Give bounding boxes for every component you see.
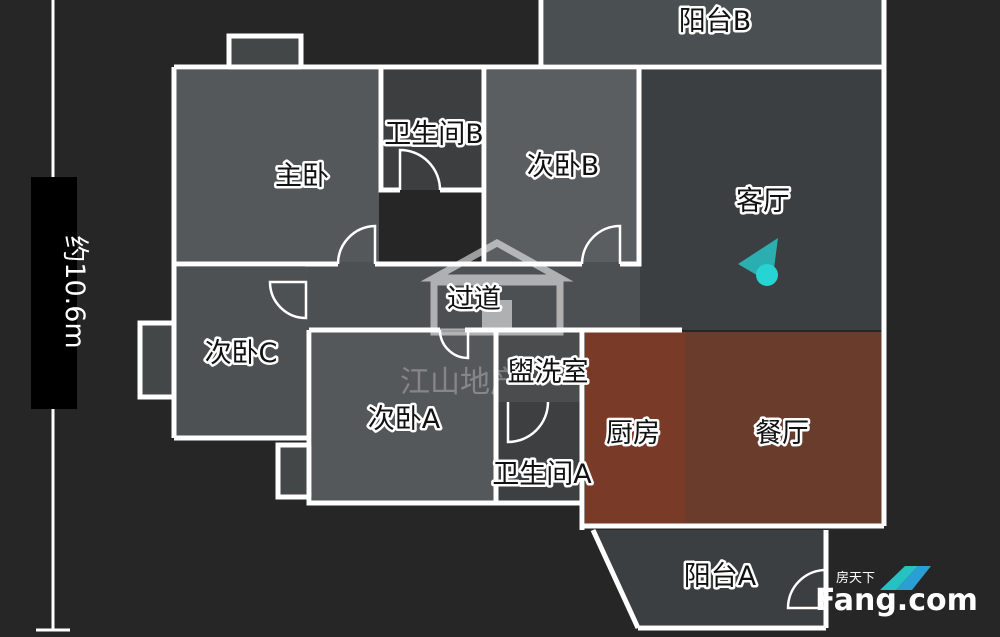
room-label-master-bedroom: 主卧	[275, 161, 329, 192]
room-label-balcony-a: 阳台A	[684, 561, 757, 592]
door-master-bedroom	[336, 224, 377, 265]
door-washroom	[438, 329, 470, 360]
bay-window-top-floor	[229, 36, 301, 70]
second-bedroom-b-floor	[487, 70, 637, 262]
balcony-b-floor	[544, 0, 882, 64]
kitchen-floor	[585, 332, 685, 524]
camera-viewpoint-icon[interactable]	[738, 238, 778, 286]
watermark-text: 江山地产	[400, 365, 520, 400]
master-bedroom-floor	[174, 70, 379, 262]
room-label-balcony-b: 阳台B	[679, 6, 752, 37]
second-bedroom-a-floor	[312, 332, 494, 502]
fang-logo-mark-icon	[880, 566, 918, 590]
room-label-second-bedroom-a: 次卧A	[368, 404, 441, 435]
door-bathroom-a	[506, 401, 550, 444]
bathroom-a-floor	[497, 402, 580, 502]
room-label-living-room: 客厅	[736, 186, 790, 217]
fang-logo-small: 房天下	[836, 570, 875, 586]
room-label-bathroom-b: 卫生间B	[384, 119, 484, 150]
room-label-bathroom-a: 卫生间A	[492, 459, 592, 490]
room-label-kitchen: 厨房	[606, 418, 660, 449]
living-room-floor	[640, 70, 882, 330]
room-labels: 阳台B 主卧 卫生间B 次卧B 客厅 过道 次卧C 盥洗室 次卧A 厨房 餐厅 …	[202, 4, 811, 595]
second-bedroom-c-floor	[174, 267, 309, 437]
fang-logo-main: Fang.com	[815, 583, 978, 618]
watermark-house-logo	[420, 238, 574, 336]
dimension-bar: 约10.6m	[31, 0, 90, 632]
door-second-bedroom-c	[268, 280, 308, 320]
washroom-floor	[497, 332, 580, 402]
hallway-floor	[305, 262, 640, 330]
balcony-a-floor	[593, 530, 826, 625]
doors	[268, 148, 827, 610]
room-label-hallway: 过道	[447, 284, 501, 315]
room-label-second-bedroom-c: 次卧C	[205, 338, 278, 369]
dimension-label: 约10.6m	[59, 235, 90, 348]
fang-logo: 房天下 Fang.com	[815, 566, 978, 618]
room-fills	[140, 0, 882, 625]
dining-room-floor	[685, 332, 882, 524]
walls	[137, 0, 887, 631]
room-label-dining-room: 餐厅	[755, 418, 809, 449]
bay-window-left-floor	[140, 323, 174, 397]
room-label-washroom: 盥洗室	[508, 357, 589, 388]
bay-window-bottom-floor	[278, 445, 312, 497]
door-balcony-a	[786, 568, 827, 610]
door-second-bedroom-b	[580, 224, 622, 265]
door-bathroom-b	[398, 148, 442, 191]
room-label-second-bedroom-b: 次卧B	[527, 151, 600, 182]
